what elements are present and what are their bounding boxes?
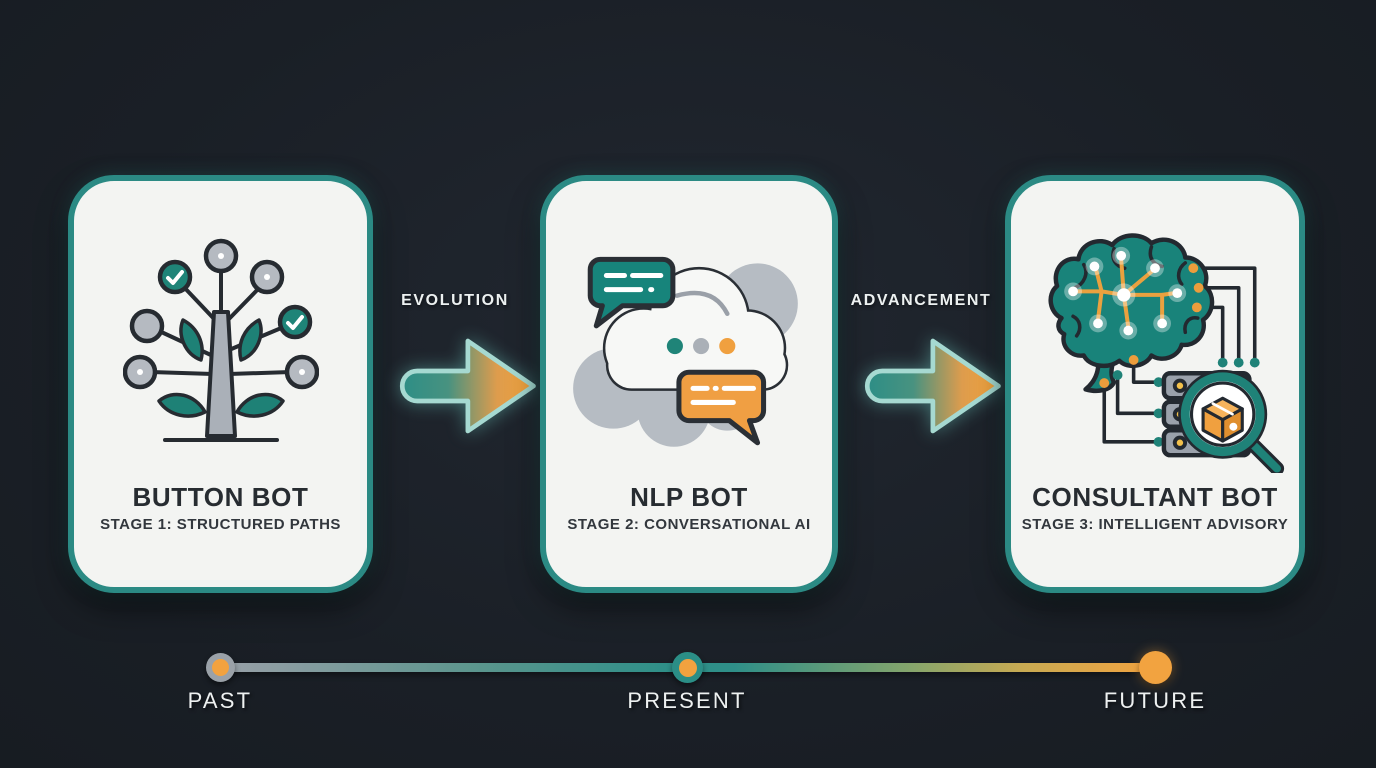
evolution-arrow-icon bbox=[391, 326, 541, 446]
timeline-node-past bbox=[206, 653, 235, 682]
timeline-node-future bbox=[1139, 651, 1172, 684]
timeline-label-future: FUTURE bbox=[1103, 688, 1207, 713]
evolution-label: EVOLUTION bbox=[401, 292, 509, 309]
cloud-chat-icon bbox=[546, 215, 832, 471]
card-subtitle: STAGE 3: INTELLIGENT ADVISORY bbox=[1021, 516, 1289, 533]
card-title: BUTTON BOT bbox=[132, 482, 309, 512]
timeline-label-present: PRESENT bbox=[627, 688, 747, 713]
timeline-node-present bbox=[672, 652, 703, 683]
timeline-label-past: PAST bbox=[187, 688, 253, 713]
brain-server-icon bbox=[1011, 215, 1299, 473]
card-subtitle: STAGE 2: CONVERSATIONAL AI bbox=[567, 516, 811, 533]
card-subtitle: STAGE 1: STRUCTURED PATHS bbox=[100, 516, 341, 533]
decision-tree-icon bbox=[74, 215, 367, 471]
advancement-arrow-icon bbox=[856, 326, 1006, 446]
card-title: CONSULTANT BOT bbox=[1032, 482, 1278, 512]
card-title: NLP BOT bbox=[630, 482, 748, 512]
card-nlp-bot: NLP BOT STAGE 2: CONVERSATIONAL AI bbox=[540, 175, 838, 593]
card-consultant-bot: CONSULTANT BOT STAGE 3: INTELLIGENT ADVI… bbox=[1005, 175, 1305, 593]
advancement-label: ADVANCEMENT bbox=[850, 292, 992, 309]
card-button-bot: BUTTON BOT STAGE 1: STRUCTURED PATHS bbox=[68, 175, 373, 593]
